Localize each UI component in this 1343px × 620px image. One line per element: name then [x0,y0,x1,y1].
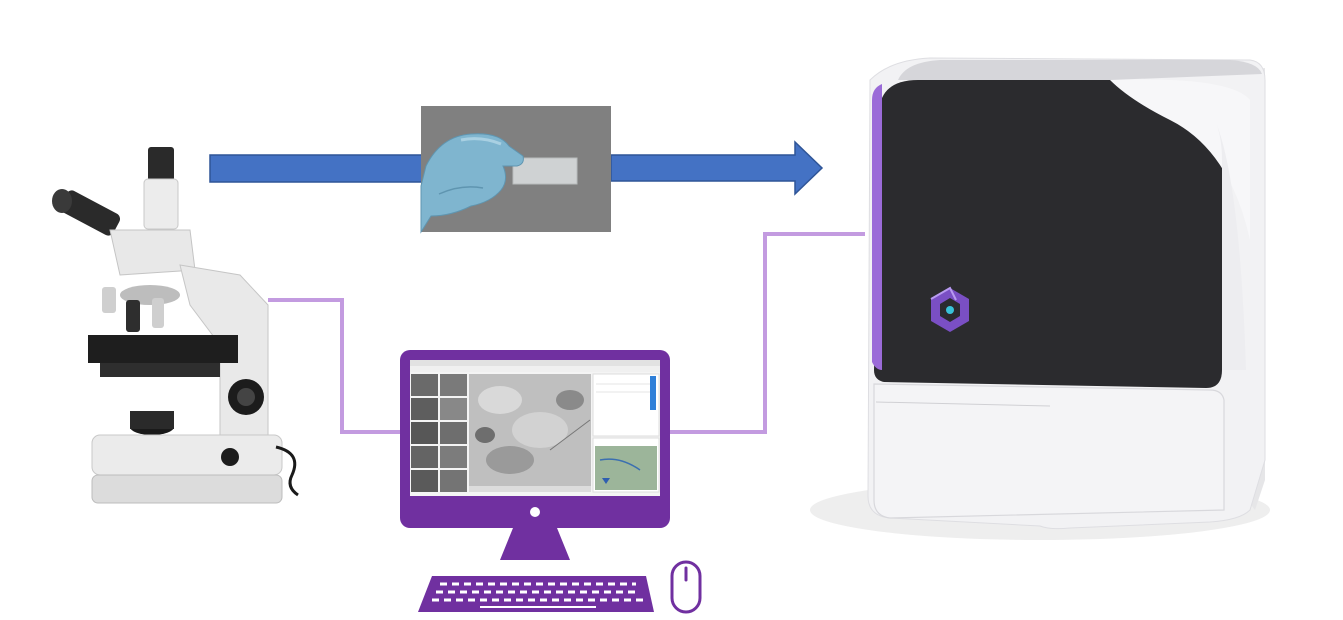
microscope-icon [52,147,299,504]
properties-panel [592,373,660,493]
mouse-icon [670,560,702,614]
main-image-view [469,374,591,492]
microscope-to-workstation-connector [268,298,405,434]
keyboard-icon [418,576,654,612]
thumbnail-grid [411,374,467,492]
viewer-application-window [410,360,660,493]
slide-scanner-device-icon [810,57,1270,540]
gloved-hand-holding-slide-icon [420,106,611,234]
slide-transfer-arrow [209,140,824,196]
workstation-to-analyzer-connector [665,232,865,434]
hexagon-logo-icon [930,286,969,332]
